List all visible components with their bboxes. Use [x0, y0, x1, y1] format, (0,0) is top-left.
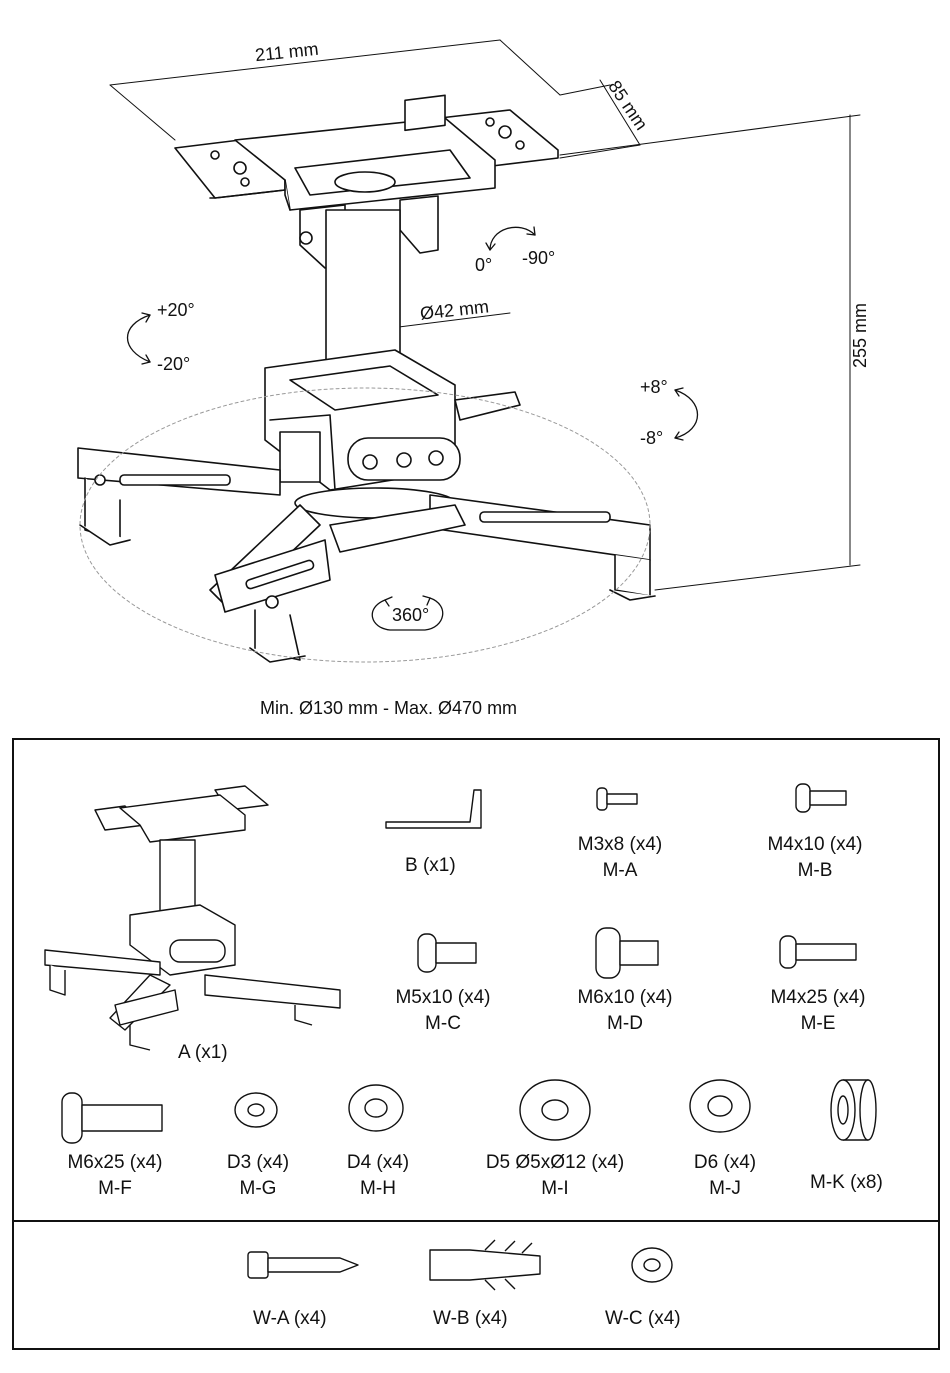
part-mb-label: M4x10 (x4) M-B [750, 832, 880, 884]
part-mj-size: D6 (x4) [675, 1150, 775, 1176]
part-mh-washer-icon [349, 1085, 403, 1131]
part-mi-label: D5 Ø5xØ12 (x4) M-I [460, 1150, 650, 1202]
part-a-label: A (x1) [178, 1040, 228, 1066]
part-ma-screw-icon [597, 788, 637, 810]
part-me-screw-icon [780, 936, 856, 968]
part-b-label: B (x1) [405, 853, 456, 879]
part-me-code: M-E [753, 1011, 883, 1037]
part-mi-code: M-I [460, 1176, 650, 1202]
part-mk-spacer-icon [831, 1080, 876, 1140]
part-mc-screw-icon [418, 934, 476, 972]
part-me-label: M4x25 (x4) M-E [753, 985, 883, 1037]
part-wa-label: W-A (x4) [253, 1306, 327, 1332]
part-wc-washer-icon [632, 1248, 672, 1282]
part-mj-label: D6 (x4) M-J [675, 1150, 775, 1202]
part-wa-lag-screw-icon [248, 1252, 358, 1278]
part-md-code: M-D [560, 1011, 690, 1037]
part-me-size: M4x25 (x4) [753, 985, 883, 1011]
part-ma-label: M3x8 (x4) M-A [560, 832, 680, 884]
part-mc-label: M5x10 (x4) M-C [378, 985, 508, 1037]
part-mg-label: D3 (x4) M-G [208, 1150, 308, 1202]
part-mf-screw-icon [62, 1093, 162, 1143]
part-mh-code: M-H [328, 1176, 428, 1202]
part-mb-screw-icon [796, 784, 846, 812]
part-mc-code: M-C [378, 1011, 508, 1037]
part-wc-label: W-C (x4) [605, 1306, 681, 1332]
part-md-label: M6x10 (x4) M-D [560, 985, 690, 1037]
part-mj-code: M-J [675, 1176, 775, 1202]
part-wb-label: W-B (x4) [433, 1306, 508, 1332]
part-mb-code: M-B [750, 858, 880, 884]
part-mf-code: M-F [50, 1176, 180, 1202]
part-mf-label: M6x25 (x4) M-F [50, 1150, 180, 1202]
part-wb-anchor-icon [430, 1240, 540, 1290]
part-ma-code: M-A [560, 858, 680, 884]
part-mc-size: M5x10 (x4) [378, 985, 508, 1011]
part-mg-code: M-G [208, 1176, 308, 1202]
part-mi-washer-icon [520, 1080, 590, 1140]
part-ma-size: M3x8 (x4) [560, 832, 680, 858]
part-mg-size: D3 (x4) [208, 1150, 308, 1176]
part-md-screw-icon [596, 928, 658, 978]
part-mj-washer-icon [690, 1080, 750, 1132]
part-mi-size: D5 Ø5xØ12 (x4) [460, 1150, 650, 1176]
part-md-size: M6x10 (x4) [560, 985, 690, 1011]
part-mf-size: M6x25 (x4) [50, 1150, 180, 1176]
part-mh-label: D4 (x4) M-H [328, 1150, 428, 1202]
part-mk-label: M-K (x8) [810, 1170, 883, 1196]
part-b-allen-key-icon [386, 790, 481, 828]
part-mh-size: D4 (x4) [328, 1150, 428, 1176]
part-a-mount-icon [45, 786, 340, 1050]
part-mg-washer-icon [235, 1093, 277, 1127]
part-mb-size: M4x10 (x4) [750, 832, 880, 858]
